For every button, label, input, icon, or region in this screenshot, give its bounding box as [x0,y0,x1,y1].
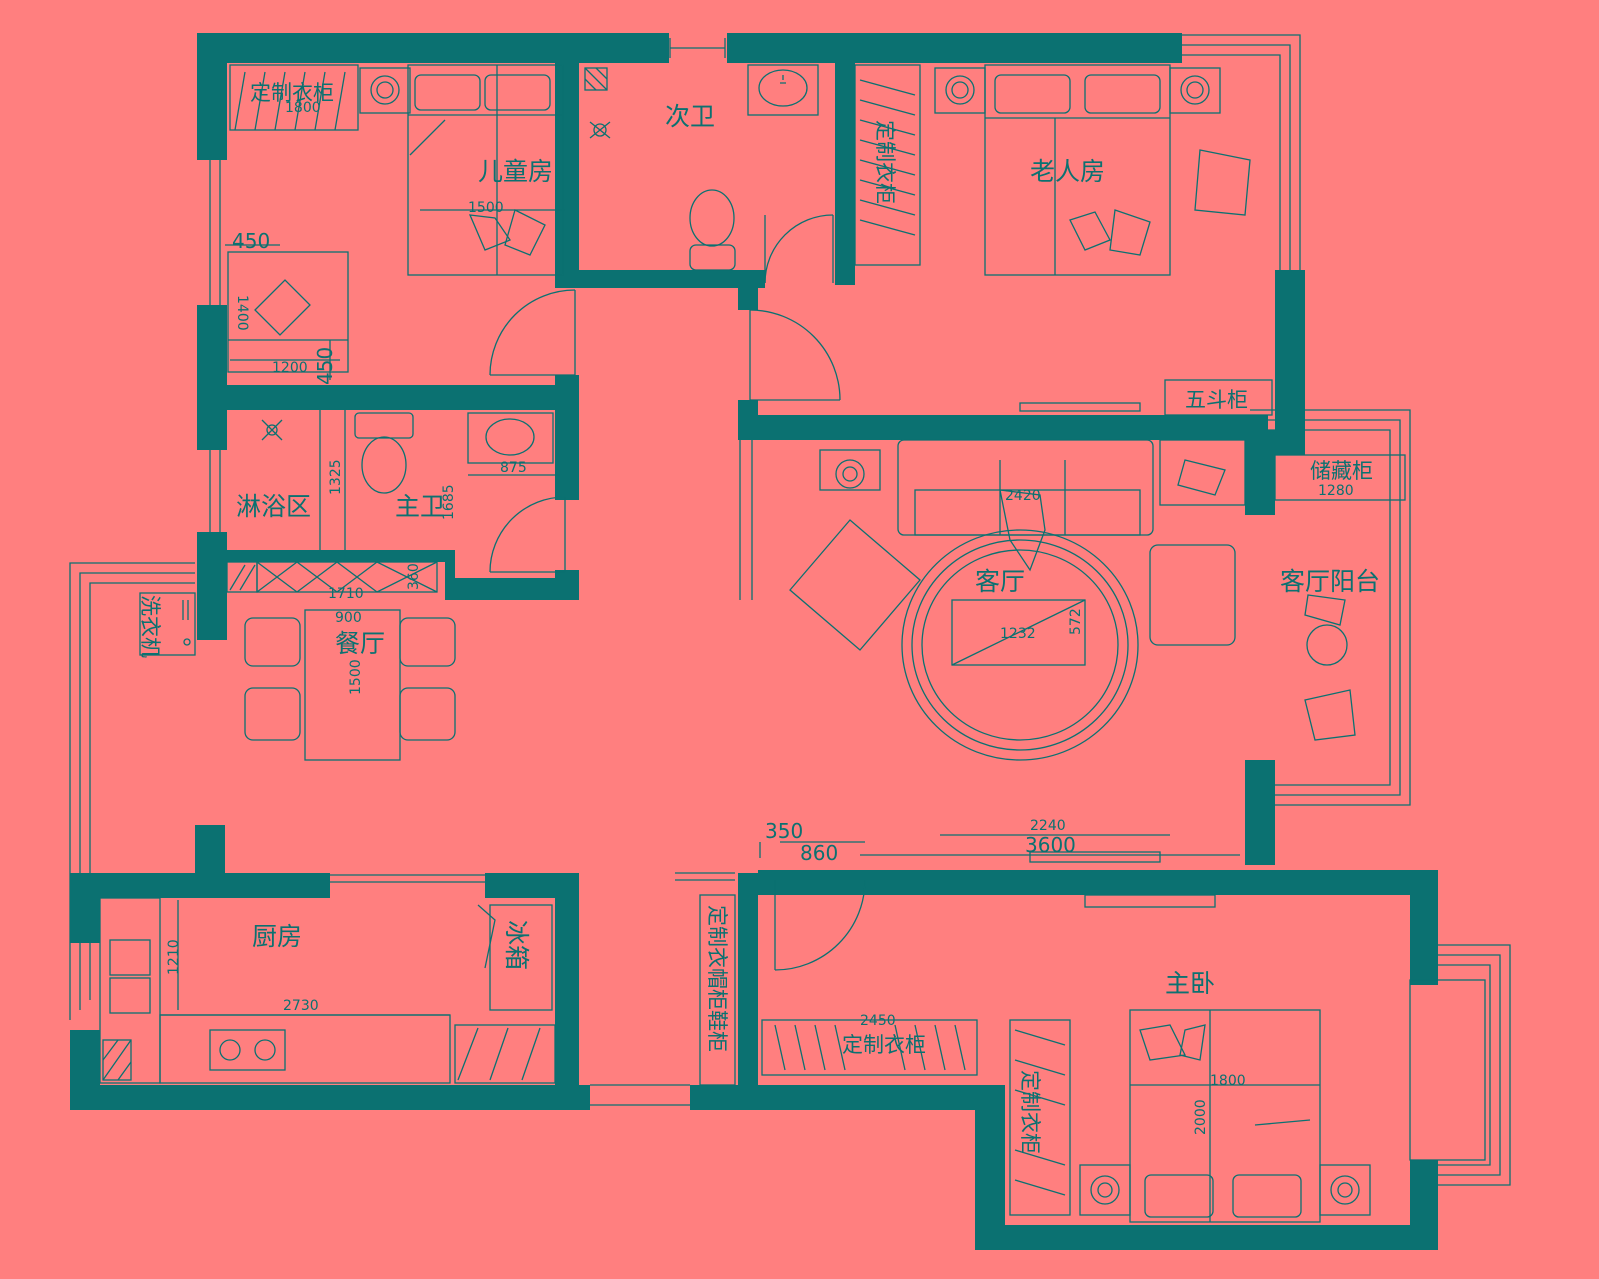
dim-dining-table-w: 900 [335,610,362,626]
dining-furniture [139,561,456,761]
label-entry-cabinet: 定制衣帽柜鞋柜 [705,905,729,1052]
master-bath-fixtures [261,410,560,550]
dim-sofa: 2420 [1005,488,1041,504]
label-master-side-wardrobe: 定制衣柜 [1018,1070,1042,1154]
balcony-furniture [1274,454,1406,741]
label-second-bath: 次卫 [665,102,715,131]
elder-room-furniture [854,64,1273,416]
furniture-labels: 定制衣柜 定制衣柜 五斗柜 储藏柜 洗衣机 冰箱 定制衣帽柜鞋柜 定制衣柜 定制… [138,81,1373,1154]
dim-kids-chair-w: 450 [232,229,270,253]
label-master-wardrobe: 定制衣柜 [842,1033,926,1057]
dim-master-wardrobe: 2450 [860,1013,896,1029]
doors [489,214,866,971]
dimension-lines [160,209,1240,1016]
label-five-drawer-cabinet: 五斗柜 [1185,388,1248,412]
living-room-furniture [789,439,1246,908]
master-bedroom-furniture [699,894,1486,1223]
dim-kids-bed: 1500 [468,200,504,216]
label-master-bedroom: 主卧 [1165,969,1215,998]
dim-kids-chair-d: 1400 [234,295,250,331]
dim-bath-sink: 875 [500,460,527,476]
label-kids-wardrobe: 定制衣柜 [250,81,334,105]
label-washing-machine: 洗衣机 [138,595,162,658]
second-bath-fixtures [584,64,819,271]
dim-counter-d: 360 [406,563,422,590]
walls [70,33,1438,1250]
dim-kitchen-counter: 2730 [283,998,319,1014]
label-kitchen: 厨房 [252,922,302,951]
label-storage-cabinet: 储藏柜 [1310,459,1373,483]
label-shower-area: 淋浴区 [236,492,311,521]
dim-kids-wardrobe: 1800 [285,100,321,116]
kitchen-furniture [99,897,556,1084]
label-elder-wardrobe: 定制衣柜 [873,120,897,204]
room-labels: 儿童房 次卫 老人房 淋浴区 主卫 餐厅 客厅 客厅阳台 厨房 主卧 [236,102,1380,998]
label-elder-room: 老人房 [1030,157,1105,186]
dimension-labels: 1800 1500 450 1400 1200 450 1325 1685 87… [166,100,1354,1135]
label-living: 客厅 [975,567,1025,596]
dim-kids-desk: 1200 [272,360,308,376]
kids-room-furniture [225,64,564,380]
dim-master-bed-l: 2000 [1193,1099,1209,1135]
dim-storage: 1280 [1318,483,1354,499]
dim-coffee-table-w: 1232 [1000,626,1036,642]
dim-kitchen-depth: 1210 [166,939,182,975]
label-living-balcony: 客厅阳台 [1280,567,1380,596]
dim-kids-desk-d: 450 [313,347,337,385]
dim-shower-depth: 1325 [328,459,344,495]
label-fridge: 冰箱 [502,920,531,970]
dim-counter: 1710 [328,586,364,602]
dim-bath-len: 1685 [441,484,457,520]
window-lines [69,34,1511,1186]
dim-coffee-table-d: 572 [1068,608,1084,635]
dim-tv-unit: 2240 [1030,818,1066,834]
dim-entry-b: 860 [800,841,838,865]
dim-dining-table-l: 1500 [348,659,364,695]
label-master-bath: 主卫 [395,492,445,521]
dim-living-span: 3600 [1025,833,1076,857]
label-dining: 餐厅 [335,629,385,658]
label-children-room: 儿童房 [478,157,553,186]
dim-entry-a: 350 [765,819,803,843]
dim-master-bed-w: 1800 [1210,1073,1246,1089]
